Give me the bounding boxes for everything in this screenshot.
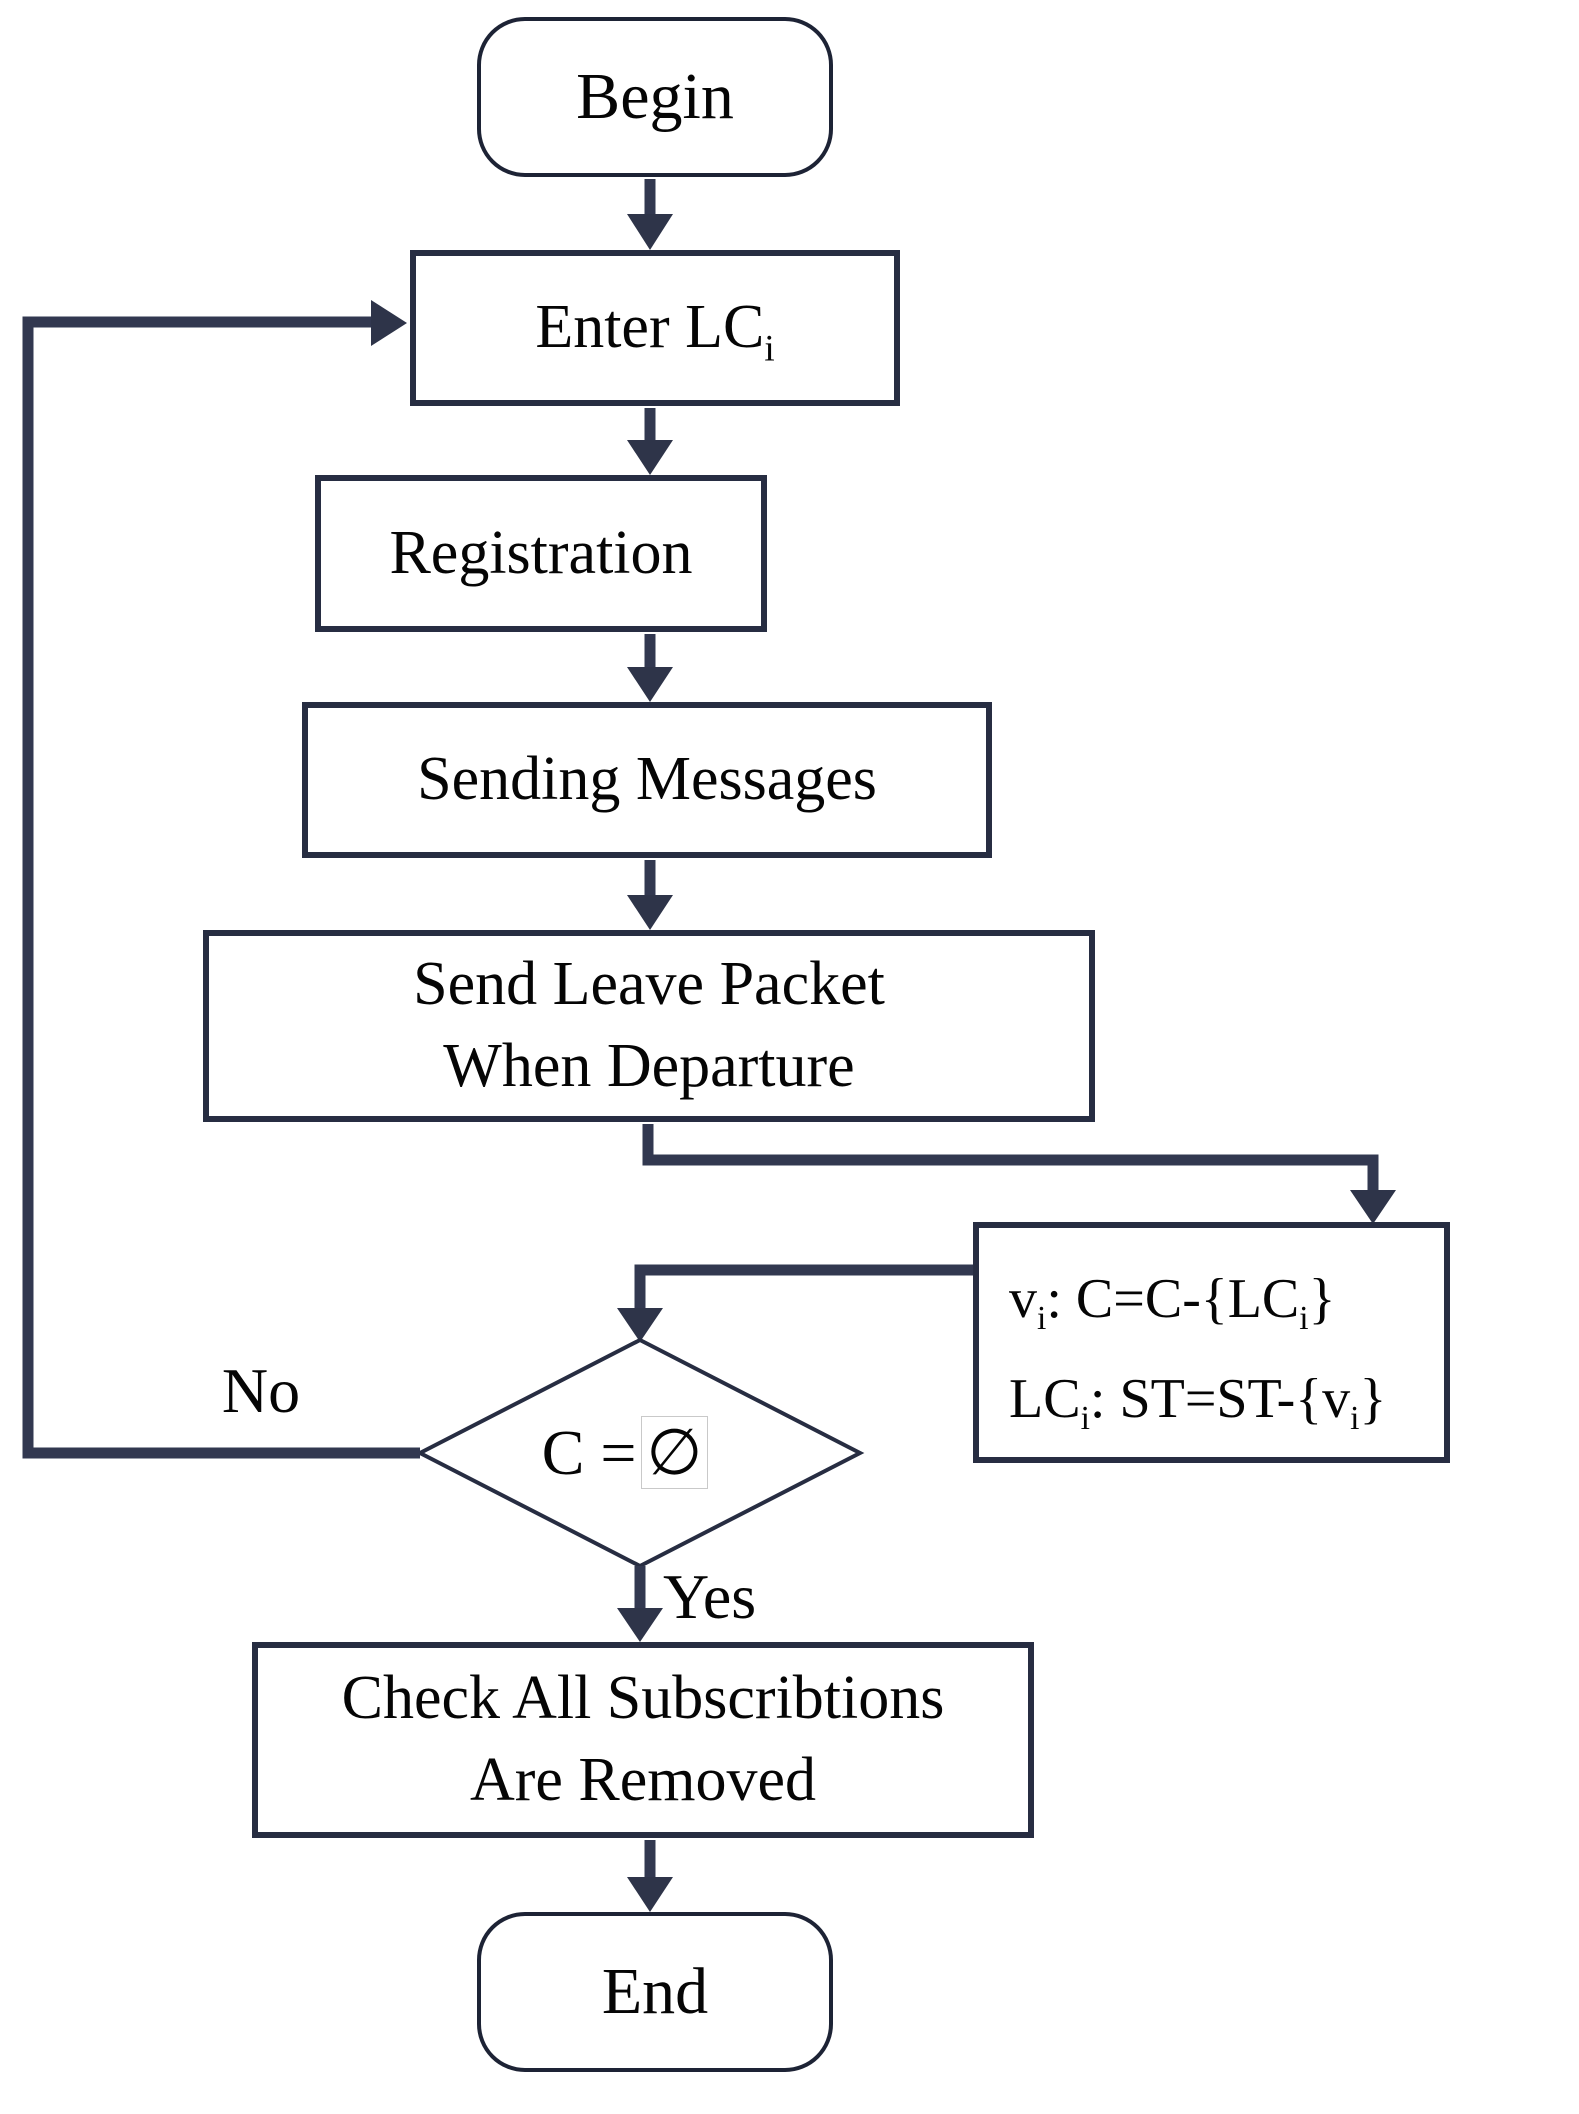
arrowhead-down-icon: [627, 214, 673, 250]
node-begin-label: Begin: [576, 60, 734, 134]
connector-begin-to-enter: [627, 179, 673, 250]
arrowhead-down-icon: [627, 440, 673, 475]
node-registration: Registration: [315, 475, 767, 632]
connector-enter-to-registration: [627, 408, 673, 475]
connector-check-to-end: [627, 1840, 673, 1912]
node-decision-label: C =∅: [475, 1405, 775, 1501]
arrowhead-down-icon: [617, 1308, 663, 1342]
node-sending-messages: Sending Messages: [302, 702, 992, 858]
connector-decision-no-loop: [22, 300, 420, 1459]
node-send-leave-packet: Send Leave Packet When Departure: [203, 930, 1095, 1122]
node-begin: Begin: [477, 17, 833, 177]
connector-leave-to-update: [642, 1124, 1396, 1224]
arrowhead-right-icon: [371, 300, 407, 346]
node-enter-lc-label: Enter LCi: [535, 293, 775, 370]
edge-label-yes: Yes: [663, 1561, 757, 1632]
node-update-sets-line1: vi: C=C-{LCi}: [1009, 1268, 1336, 1338]
connector-update-to-decision: [617, 1264, 975, 1342]
node-end: End: [477, 1912, 833, 2072]
connector-sending-to-leave: [627, 860, 673, 930]
arrowhead-down-icon: [1350, 1190, 1396, 1224]
node-end-label: End: [601, 1955, 709, 2029]
node-update-sets: vi: C=C-{LCi} LCi: ST=ST-{vi}: [973, 1222, 1450, 1463]
node-send-leave-packet-label: Send Leave Packet When Departure: [413, 950, 885, 1100]
node-registration-label: Registration: [389, 518, 693, 587]
arrowhead-down-icon: [627, 667, 673, 702]
node-check-removed: Check All Subscribtions Are Removed: [252, 1642, 1034, 1838]
node-check-removed-label: Check All Subscribtions Are Removed: [341, 1664, 945, 1814]
arrowhead-down-icon: [627, 895, 673, 930]
connector-decision-yes: [617, 1566, 663, 1642]
node-sending-messages-label: Sending Messages: [417, 745, 877, 814]
edge-label-no: No: [221, 1355, 301, 1426]
arrowhead-down-icon: [627, 1877, 673, 1912]
node-update-sets-line2: LCi: ST=ST-{vi}: [1009, 1367, 1387, 1437]
arrowhead-down-icon: [617, 1608, 663, 1642]
node-enter-lc: Enter LCi: [410, 250, 900, 406]
connector-registration-to-sending: [627, 634, 673, 702]
